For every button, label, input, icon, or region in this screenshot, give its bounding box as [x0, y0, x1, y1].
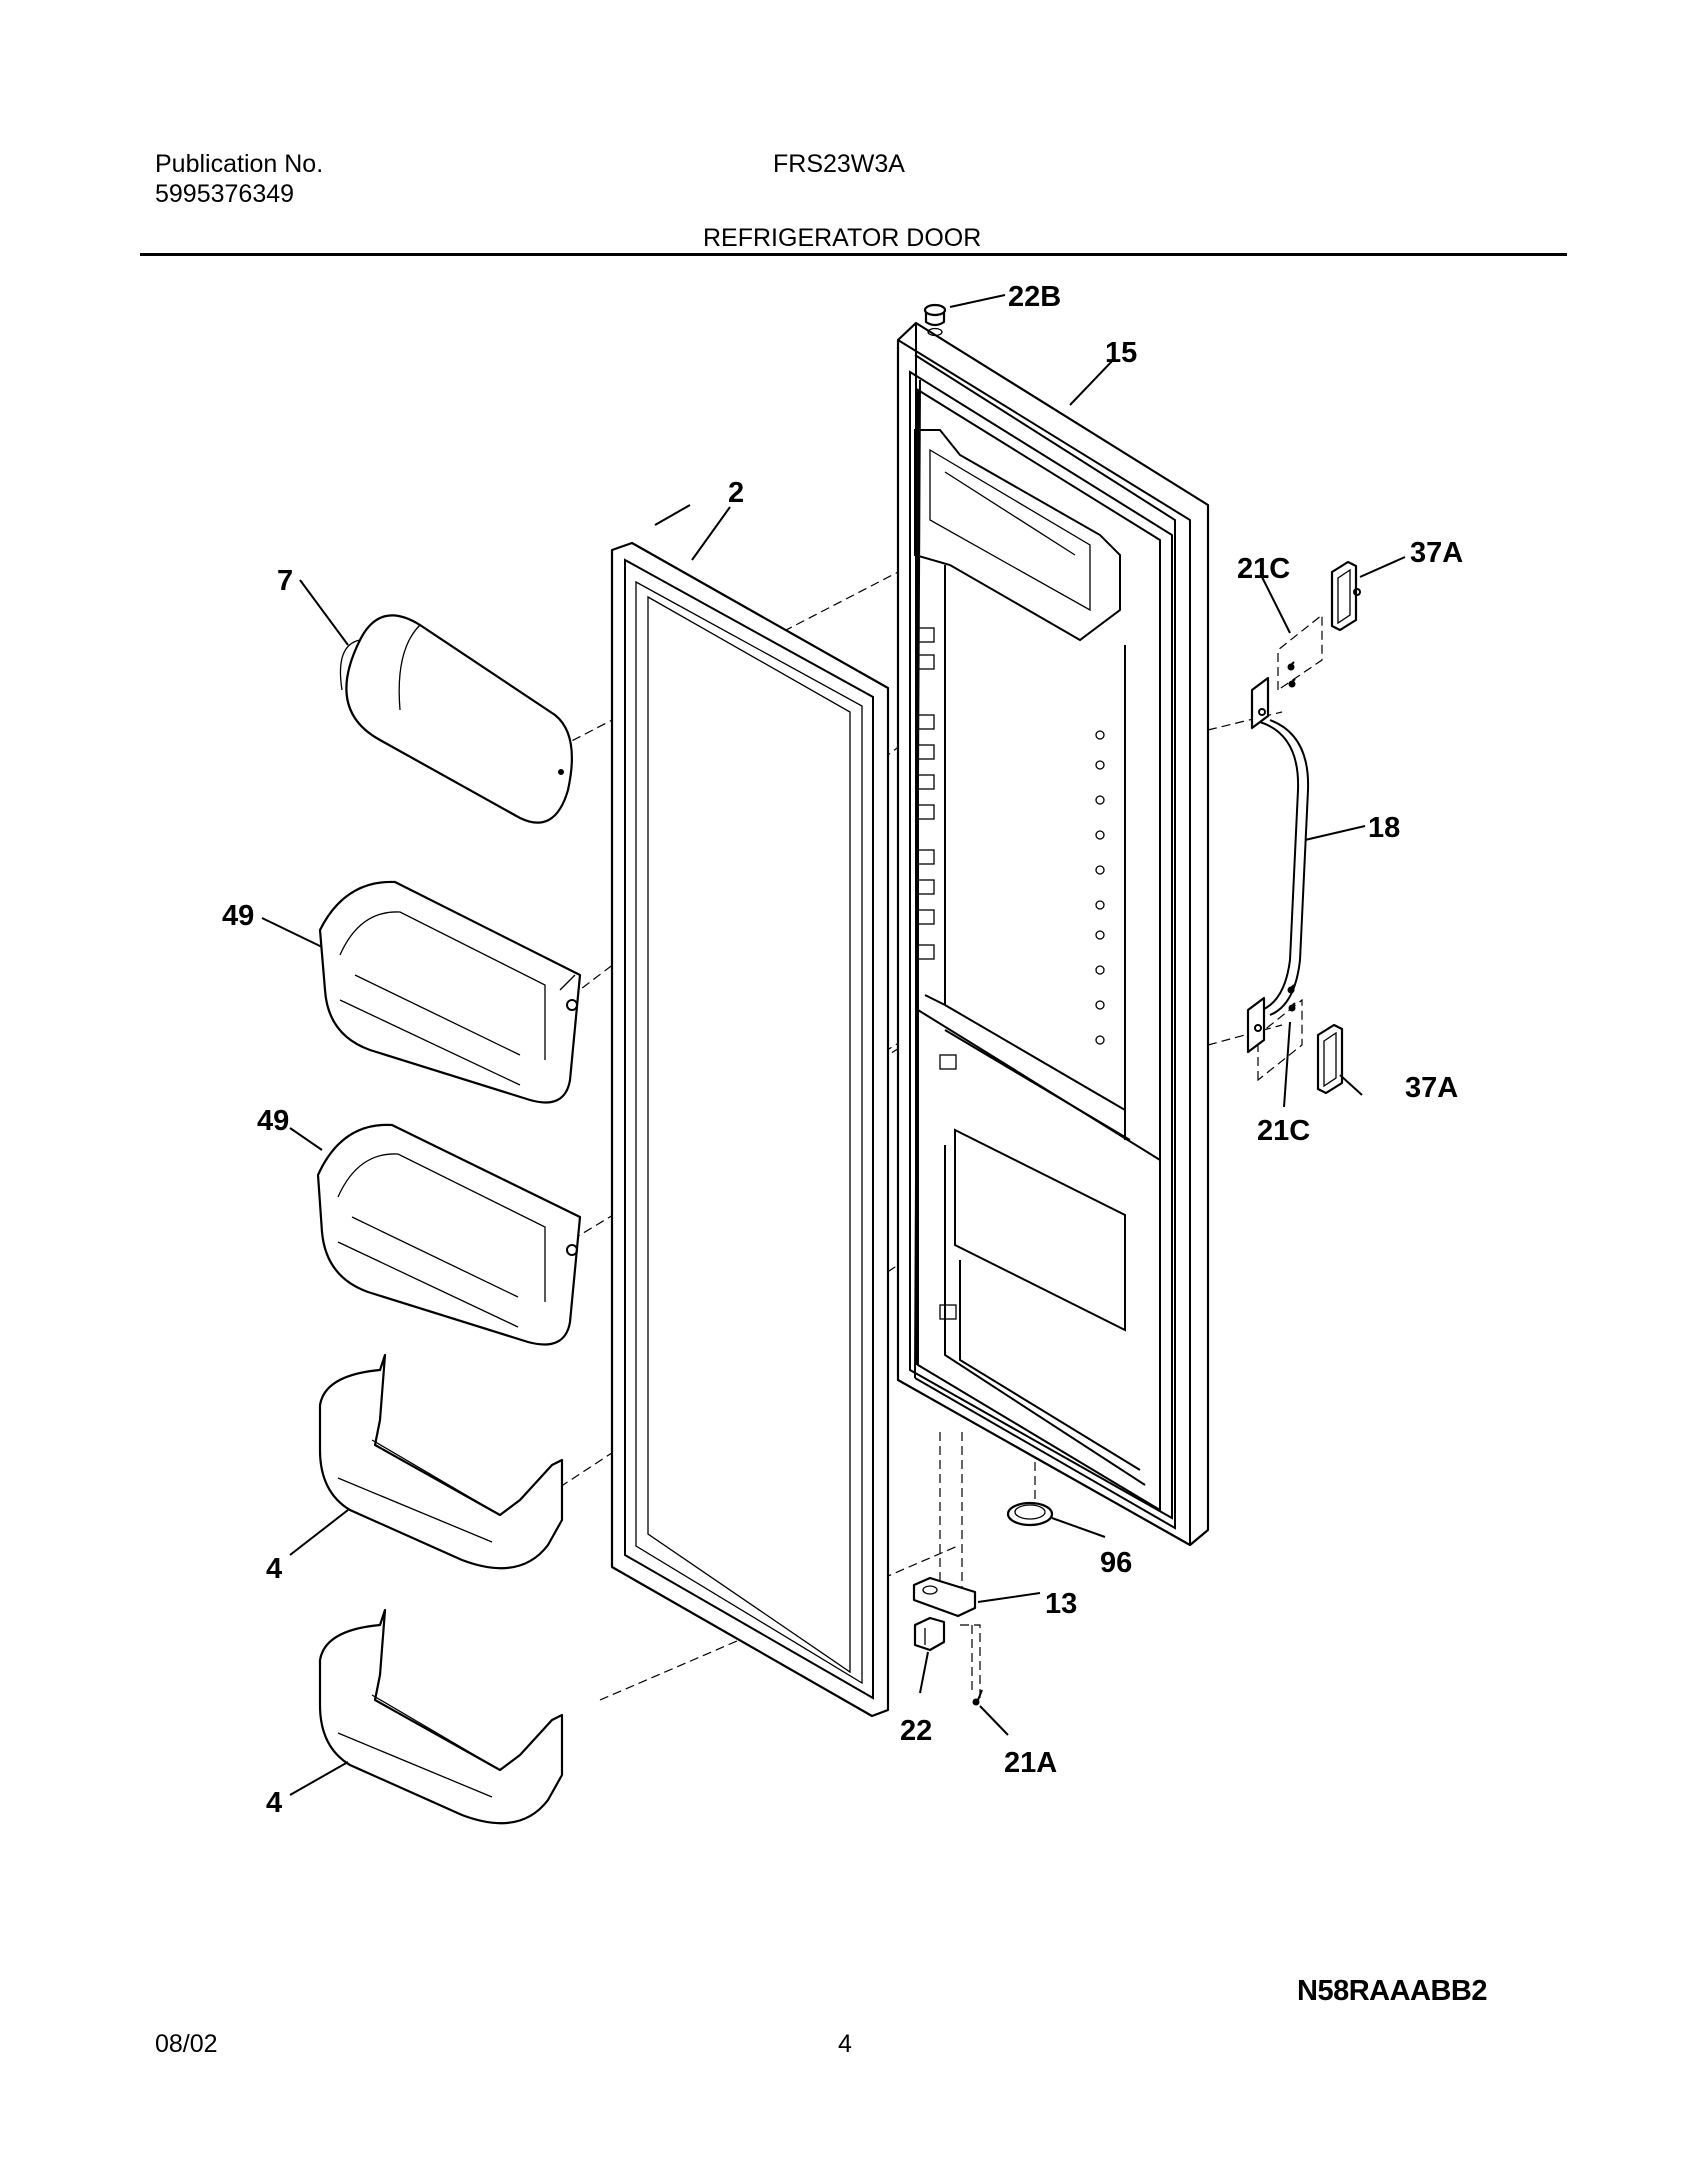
hinge-pin [913, 1616, 946, 1652]
refrigerator-door [896, 321, 1210, 1547]
diagram-code: N58RAAABB2 [1297, 1975, 1488, 2007]
door-bin-upper [318, 880, 582, 1104]
can-holder [339, 614, 573, 824]
part-label-2: 2 [728, 477, 744, 509]
part-label-13: 13 [1045, 1588, 1077, 1620]
handle-trim-caps [1316, 560, 1361, 1095]
part-label-49-bottom: 49 [257, 1105, 289, 1137]
part-label-21c-top: 21C [1237, 553, 1290, 585]
part-label-4-bottom: 4 [266, 1787, 282, 1819]
part-label-4-top: 4 [266, 1553, 282, 1585]
leader-lines [261, 294, 1406, 1796]
revision-date: 08/02 [155, 2030, 218, 2058]
part-label-22: 22 [900, 1715, 932, 1747]
part-label-21a: 21A [1004, 1747, 1057, 1779]
part-label-49-top: 49 [222, 900, 254, 932]
part-label-18: 18 [1368, 812, 1400, 844]
door-bin-lower [316, 1123, 582, 1346]
door-handle [1246, 661, 1310, 1054]
part-label-96: 96 [1100, 1547, 1132, 1579]
door-gasket [610, 541, 890, 1718]
part-label-37a-top: 37A [1410, 537, 1463, 569]
page-number: 4 [838, 2030, 852, 2058]
hinge-cap-top [923, 303, 947, 337]
door-shelf-upper [318, 1353, 564, 1570]
publication-label: Publication No. [155, 150, 324, 178]
part-label-21c-bottom: 21C [1257, 1115, 1310, 1147]
publication-number: 5995376349 [155, 180, 295, 208]
door-shelf-lower [318, 1608, 564, 1825]
part-label-7: 7 [277, 565, 293, 597]
part-label-37a-bottom: 37A [1405, 1072, 1458, 1104]
part-label-22b: 22B [1008, 281, 1061, 313]
hinge-screw [972, 1689, 983, 1706]
hinge-bushing [1006, 1501, 1054, 1527]
part-label-15: 15 [1105, 337, 1137, 369]
bottom-hinge-plate [912, 1576, 977, 1618]
header-divider [140, 253, 1567, 256]
section-title: REFRIGERATOR DOOR [703, 224, 982, 252]
model-number: FRS23W3A [773, 150, 905, 178]
